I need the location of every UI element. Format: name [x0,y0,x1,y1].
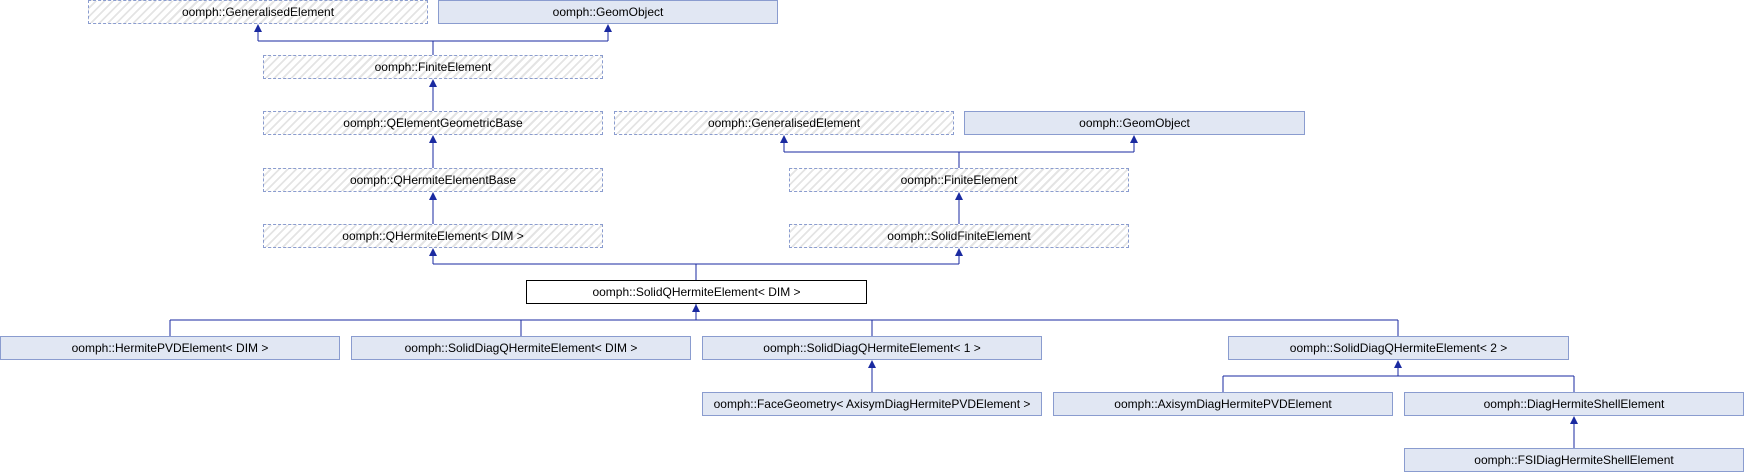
node-solid-diag-qhermite-element-1[interactable]: oomph::SolidDiagQHermiteElement< 1 > [702,336,1042,360]
edge-arrowhead [692,304,700,312]
edge-arrowhead [780,135,788,143]
edge-arrowhead [429,79,437,87]
node-finite-element-1[interactable]: oomph::FiniteElement [263,55,603,79]
node-qhermite-element-base[interactable]: oomph::QHermiteElementBase [263,168,603,192]
edge-arrowhead [429,248,437,256]
node-geom-object-1[interactable]: oomph::GeomObject [438,0,778,24]
edge-arrowhead [1394,360,1402,368]
node-fsi-diag-hermite-shell-element[interactable]: oomph::FSIDiagHermiteShellElement [1404,448,1744,472]
edge-arrowhead [1130,135,1138,143]
node-qelement-geometric-base[interactable]: oomph::QElementGeometricBase [263,111,603,135]
node-solid-diag-qhermite-element-2[interactable]: oomph::SolidDiagQHermiteElement< 2 > [1228,336,1569,360]
edge-arrowhead [429,135,437,143]
edge-arrowhead [868,360,876,368]
edge-arrowhead [604,24,612,32]
node-diag-hermite-shell-element[interactable]: oomph::DiagHermiteShellElement [1404,392,1744,416]
edge-arrowhead [955,248,963,256]
node-solid-diag-qhermite-element-dim[interactable]: oomph::SolidDiagQHermiteElement< DIM > [351,336,691,360]
node-qhermite-element-dim[interactable]: oomph::QHermiteElement< DIM > [263,224,603,248]
node-generalised-element-1[interactable]: oomph::GeneralisedElement [88,0,428,24]
node-face-geometry-axisym[interactable]: oomph::FaceGeometry< AxisymDiagHermitePV… [702,392,1042,416]
edge-arrowhead [1570,416,1578,424]
node-solid-finite-element[interactable]: oomph::SolidFiniteElement [789,224,1129,248]
node-geom-object-2[interactable]: oomph::GeomObject [964,111,1305,135]
node-solid-qhermite-element-dim: oomph::SolidQHermiteElement< DIM > [526,280,867,304]
edge-arrowhead [429,192,437,200]
edge-arrowhead [254,24,262,32]
node-generalised-element-2[interactable]: oomph::GeneralisedElement [614,111,954,135]
node-axisym-diag-hermite-pvd-element[interactable]: oomph::AxisymDiagHermitePVDElement [1053,392,1393,416]
node-hermite-pvd-element-dim[interactable]: oomph::HermitePVDElement< DIM > [0,336,340,360]
edge-arrowhead [955,192,963,200]
node-finite-element-2[interactable]: oomph::FiniteElement [789,168,1129,192]
